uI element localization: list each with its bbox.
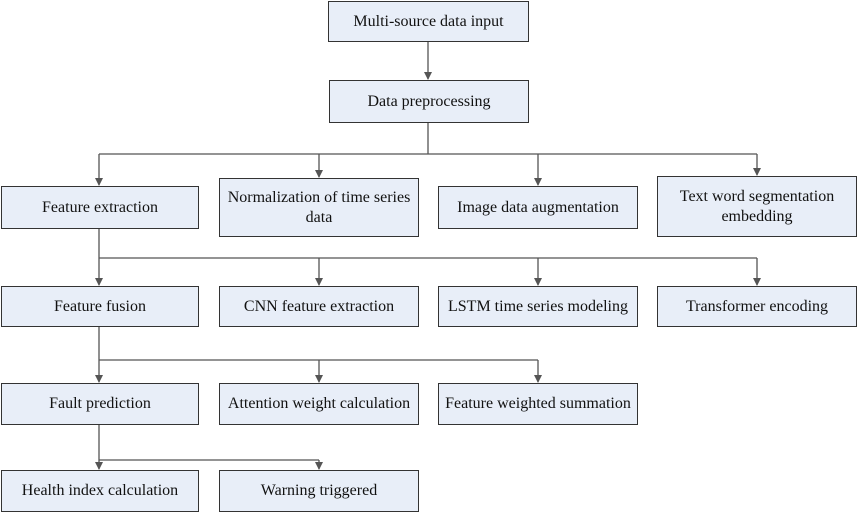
node-label: CNN feature extraction xyxy=(243,297,395,315)
node-feature-weighted-summation: Feature weighted summation xyxy=(438,383,638,425)
node-image-data-augmentation: Image data augmentation xyxy=(438,186,638,229)
node-warning-triggered: Warning triggered xyxy=(219,470,419,512)
node-multi-source-data-input: Multi-source data input xyxy=(328,1,529,42)
node-label: Text word segmentation embedding xyxy=(679,187,835,225)
node-label: Health index calculation xyxy=(21,482,179,499)
node-label: Normalization of time series data xyxy=(227,188,411,226)
node-health-index-calculation: Health index calculation xyxy=(1,470,199,512)
node-feature-fusion: Feature fusion xyxy=(1,286,199,327)
node-normalization-time-series: Normalization of time series data xyxy=(219,178,419,237)
node-label: Attention weight calculation xyxy=(227,395,411,412)
node-text-word-segmentation: Text word segmentation embedding xyxy=(657,176,857,237)
node-label: Fault prediction xyxy=(49,395,151,412)
node-label: Data preprocessing xyxy=(367,92,491,110)
node-feature-extraction: Feature extraction xyxy=(1,186,199,229)
node-label: Transformer encoding xyxy=(685,297,829,315)
node-transformer-encoding: Transformer encoding xyxy=(657,286,857,327)
node-label: Image data augmentation xyxy=(457,198,619,216)
node-label: LSTM time series modeling xyxy=(448,297,628,315)
node-label: Feature extraction xyxy=(42,198,158,216)
node-label: Feature fusion xyxy=(54,297,146,315)
node-fault-prediction: Fault prediction xyxy=(1,383,199,425)
node-cnn-feature-extraction: CNN feature extraction xyxy=(219,286,419,327)
node-label: Warning triggered xyxy=(260,482,378,499)
node-attention-weight-calculation: Attention weight calculation xyxy=(219,383,419,425)
node-data-preprocessing: Data preprocessing xyxy=(329,80,529,123)
node-label: Multi-source data input xyxy=(353,12,504,30)
node-lstm-time-series-modeling: LSTM time series modeling xyxy=(438,286,638,327)
node-label: Feature weighted summation xyxy=(445,395,631,412)
